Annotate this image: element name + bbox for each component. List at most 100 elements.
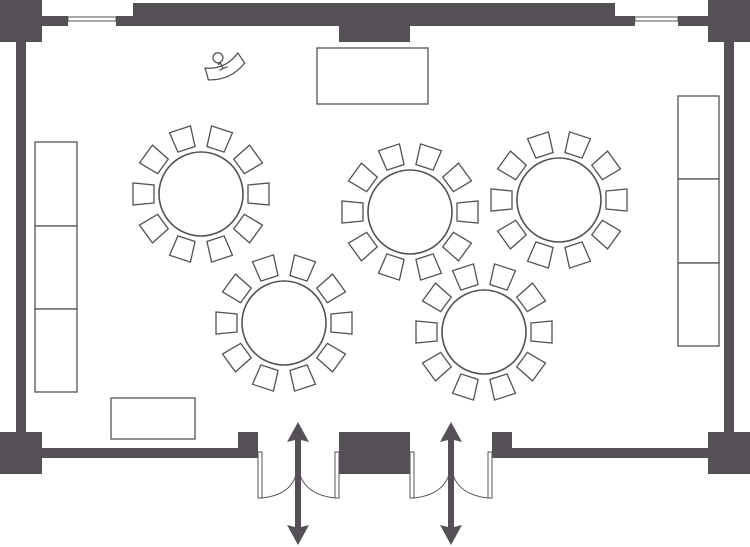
chair bbox=[451, 373, 479, 401]
window bbox=[634, 16, 679, 22]
table-top bbox=[367, 169, 453, 255]
chair bbox=[377, 143, 405, 171]
corner-top-left bbox=[0, 0, 42, 42]
chair bbox=[377, 253, 405, 281]
chair bbox=[215, 311, 238, 335]
round-table bbox=[132, 125, 270, 263]
table-top bbox=[158, 151, 244, 237]
pillar-bottom bbox=[339, 432, 410, 474]
chair bbox=[496, 150, 528, 181]
wall-left bbox=[16, 42, 26, 432]
wall-right bbox=[724, 42, 734, 432]
door-swing bbox=[452, 474, 489, 499]
chair bbox=[138, 144, 170, 175]
chair bbox=[421, 282, 453, 313]
chair bbox=[526, 131, 554, 159]
sofa-right bbox=[677, 95, 720, 180]
chair bbox=[138, 213, 170, 244]
chair bbox=[441, 162, 473, 193]
sofa-right bbox=[677, 262, 720, 347]
chair bbox=[251, 364, 279, 392]
chair bbox=[490, 188, 513, 212]
entrance-arrows bbox=[287, 422, 462, 545]
table-top bbox=[516, 157, 602, 243]
corner-bottom-right bbox=[708, 432, 750, 474]
chair bbox=[341, 200, 364, 224]
chair bbox=[206, 125, 234, 153]
sofa-left bbox=[34, 141, 78, 227]
chair bbox=[526, 241, 554, 269]
chair bbox=[221, 273, 253, 304]
chair bbox=[315, 342, 347, 373]
chair bbox=[289, 364, 317, 392]
wall-bottom-right bbox=[492, 448, 708, 458]
door-swing bbox=[299, 474, 336, 499]
podium-icon bbox=[204, 51, 246, 81]
chair bbox=[247, 182, 270, 206]
walls bbox=[0, 0, 750, 474]
chair bbox=[347, 231, 379, 262]
side-table bbox=[110, 397, 196, 440]
entrance-arrow-icon bbox=[440, 422, 462, 545]
pillar-top bbox=[339, 25, 410, 42]
door-frame bbox=[334, 451, 340, 499]
chair bbox=[590, 150, 622, 181]
wall-top-seg bbox=[678, 16, 708, 26]
chair bbox=[564, 131, 592, 159]
chair bbox=[496, 219, 528, 250]
chair bbox=[415, 143, 443, 171]
chair bbox=[330, 311, 353, 335]
chair bbox=[168, 235, 196, 263]
round-table bbox=[490, 131, 628, 269]
chair bbox=[289, 254, 317, 282]
windows bbox=[67, 16, 679, 22]
round-table bbox=[415, 263, 553, 401]
chair bbox=[489, 373, 517, 401]
chair bbox=[232, 213, 264, 244]
wall-bottom-left bbox=[42, 448, 258, 458]
sofa-left bbox=[34, 308, 78, 393]
sofa-left bbox=[34, 225, 78, 310]
screen-table bbox=[316, 47, 429, 105]
sofa-right bbox=[677, 178, 720, 264]
chair bbox=[347, 162, 379, 193]
chair bbox=[421, 351, 453, 382]
furniture bbox=[34, 47, 720, 440]
round-table bbox=[341, 143, 479, 281]
wall-top-seg bbox=[612, 16, 635, 26]
chair bbox=[515, 282, 547, 313]
chair bbox=[515, 351, 547, 382]
entrance-arrow-icon bbox=[287, 422, 309, 545]
table-top bbox=[441, 289, 527, 375]
door-frame bbox=[257, 451, 263, 499]
door-swing bbox=[261, 474, 297, 499]
chair bbox=[530, 320, 553, 344]
chair bbox=[456, 200, 479, 224]
chair bbox=[590, 219, 622, 250]
window bbox=[67, 16, 117, 22]
wall-bottom-left-jamb bbox=[238, 432, 258, 458]
chair bbox=[232, 144, 264, 175]
chair bbox=[251, 254, 279, 282]
chair bbox=[315, 273, 347, 304]
chair bbox=[168, 125, 196, 153]
wall-top-seg bbox=[42, 16, 68, 26]
round-table bbox=[215, 254, 353, 392]
door-frame bbox=[409, 451, 415, 499]
door-frame bbox=[487, 451, 493, 499]
tables bbox=[132, 125, 628, 401]
chair bbox=[451, 263, 479, 291]
chair bbox=[132, 182, 155, 206]
table-top bbox=[241, 280, 327, 366]
chair bbox=[605, 188, 628, 212]
chair bbox=[564, 241, 592, 269]
chair bbox=[221, 342, 253, 373]
chair bbox=[415, 320, 438, 344]
doors bbox=[257, 451, 493, 499]
chair bbox=[415, 253, 443, 281]
door-swing bbox=[413, 474, 450, 499]
chair bbox=[206, 235, 234, 263]
chair bbox=[489, 263, 517, 291]
corner-top-right bbox=[708, 0, 750, 42]
